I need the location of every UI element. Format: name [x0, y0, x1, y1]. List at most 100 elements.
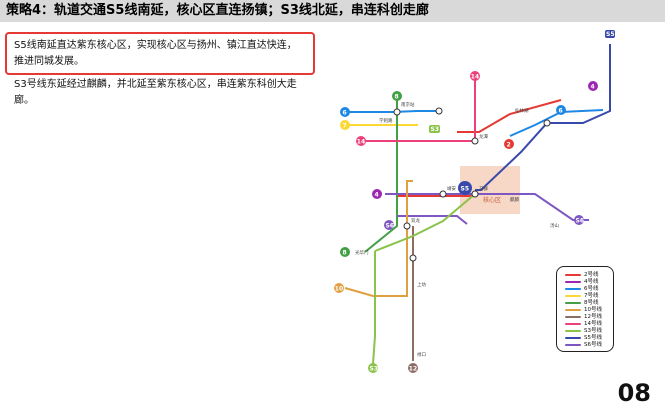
marker-s5-core — [458, 181, 472, 195]
legend-item: 10号线 — [565, 306, 609, 314]
station-label-c: 靖安 — [447, 185, 456, 192]
legend-label: 4号线 — [584, 279, 599, 285]
station-dot — [409, 254, 417, 262]
marker-s3-bottom — [368, 363, 378, 373]
station-label-l: 学则路 — [379, 117, 393, 124]
marker-14-top — [470, 71, 480, 81]
legend-item: S3号线 — [565, 327, 609, 335]
legend-swatch — [565, 274, 581, 276]
legend-swatch — [565, 281, 581, 283]
marker-14-left-label: 14 — [357, 139, 365, 146]
legend-swatch — [565, 295, 581, 297]
legend-item: 2号线 — [565, 271, 609, 279]
marker-12-label: 12 — [409, 366, 417, 373]
highlight-box — [5, 32, 315, 75]
marker-4-left-label: 4 — [375, 192, 379, 199]
marker-s3-mid — [429, 125, 440, 133]
marker-s3-bottom-label: S3 — [370, 366, 379, 373]
station-dot — [471, 137, 479, 145]
station-label-a: 龙潭 — [479, 133, 488, 140]
legend-label: 10号线 — [584, 307, 602, 313]
station-label-e: 麒麟 — [510, 196, 519, 203]
marker-7-label: 7 — [343, 123, 347, 130]
station-label-h: 禄口 — [417, 351, 426, 358]
legend-label: 6号线 — [584, 286, 599, 292]
legend: 2号线 4号线 6号线 7号线 8号线 10号线 12号线 14号线 S3号线 … — [556, 266, 614, 352]
legend-label: S6号线 — [584, 342, 602, 348]
marker-s6-left-label: S6 — [386, 223, 395, 230]
legend-swatch — [565, 316, 581, 318]
metro-map: 核心区 龙潭 仙林湖 靖安 马群 麒麟 汤山 上坊 禄口 光华门 — [325, 26, 655, 376]
marker-14-left — [356, 136, 366, 146]
marker-s6-right-label: S6 — [576, 218, 585, 225]
marker-6-left-label: 6 — [343, 110, 347, 117]
station-label-i: 光华门 — [355, 249, 369, 256]
paragraph-s3: S3号线东延经过麒麟，并北延至紫东核心区，串连紫东科创大走廊。 — [14, 79, 297, 106]
marker-8-top-label: 8 — [395, 94, 399, 101]
marker-s6-right — [574, 215, 584, 225]
line-8 — [364, 96, 398, 253]
legend-swatch — [565, 337, 581, 339]
line-6-left — [345, 110, 439, 113]
legend-swatch — [565, 309, 581, 311]
legend-label: 7号线 — [584, 293, 599, 299]
legend-swatch — [565, 344, 581, 346]
station-label-g: 上坊 — [417, 281, 426, 288]
marker-6-right — [556, 105, 566, 115]
marker-4-left — [372, 189, 382, 199]
marker-4-top — [588, 81, 598, 91]
station-dot — [439, 190, 447, 198]
marker-12 — [408, 363, 418, 373]
legend-label: S5号线 — [584, 335, 602, 341]
marker-s5-top — [605, 30, 615, 38]
legend-item: 6号线 — [565, 285, 609, 293]
station-dot — [403, 222, 411, 230]
station-dot — [435, 107, 443, 115]
legend-label: 12号线 — [584, 314, 602, 320]
marker-8-top — [392, 91, 402, 101]
station-dot — [393, 108, 401, 116]
marker-s5-top-label: S5 — [606, 31, 615, 38]
marker-6-right-label: 6 — [559, 108, 563, 115]
legend-item: 12号线 — [565, 313, 609, 321]
core-area-label: 核心区 — [483, 196, 501, 204]
legend-swatch — [565, 323, 581, 325]
legend-swatch — [565, 302, 581, 304]
marker-7 — [340, 120, 350, 130]
marker-2 — [504, 139, 514, 149]
marker-8-left-label: 8 — [343, 250, 347, 257]
legend-label: 2号线 — [584, 272, 599, 278]
marker-4-top-label: 4 — [591, 84, 595, 91]
marker-s5-core-label: S5 — [461, 186, 470, 193]
legend-swatch — [565, 288, 581, 290]
metro-map-svg: 核心区 龙潭 仙林湖 靖安 马群 麒麟 汤山 上坊 禄口 光华门 — [334, 30, 615, 373]
marker-s6-left — [384, 220, 394, 230]
marker-6-left — [340, 107, 350, 117]
line-10 — [344, 180, 413, 297]
station-label-j: 南京站 — [401, 101, 415, 108]
station-label-b: 仙林湖 — [515, 107, 529, 114]
page-header: 策略4：轨道交通S5线南延，核心区直连扬镇；S3线北延，串连科创走廊 — [0, 0, 665, 22]
legend-item: S5号线 — [565, 334, 609, 342]
marker-14-top-label: 14 — [471, 74, 479, 81]
legend-label: S3号线 — [584, 328, 602, 334]
station-label-k: 双龙 — [411, 217, 420, 224]
legend-item: 14号线 — [565, 320, 609, 328]
station-dot — [471, 190, 479, 198]
legend-label: 14号线 — [584, 321, 602, 327]
station-label-f: 汤山 — [550, 222, 559, 229]
legend-item: 8号线 — [565, 299, 609, 307]
line-s3-north — [374, 193, 476, 252]
line-s3 — [372, 251, 376, 365]
marker-2-label: 2 — [507, 142, 511, 149]
line-6-right — [509, 109, 604, 137]
paragraph-s5: S5线南延直达紫东核心区，实现核心区与扬州、镇江直达快连，推进同城发展。 — [14, 40, 297, 67]
marker-10 — [334, 283, 344, 293]
legend-label: 8号线 — [584, 300, 599, 306]
marker-8-left — [340, 247, 350, 257]
legend-item: 7号线 — [565, 292, 609, 300]
line-s6-left — [397, 215, 468, 225]
station-dot — [543, 119, 551, 127]
marker-10-label: 10 — [335, 286, 343, 293]
line-2-upper — [457, 99, 562, 133]
